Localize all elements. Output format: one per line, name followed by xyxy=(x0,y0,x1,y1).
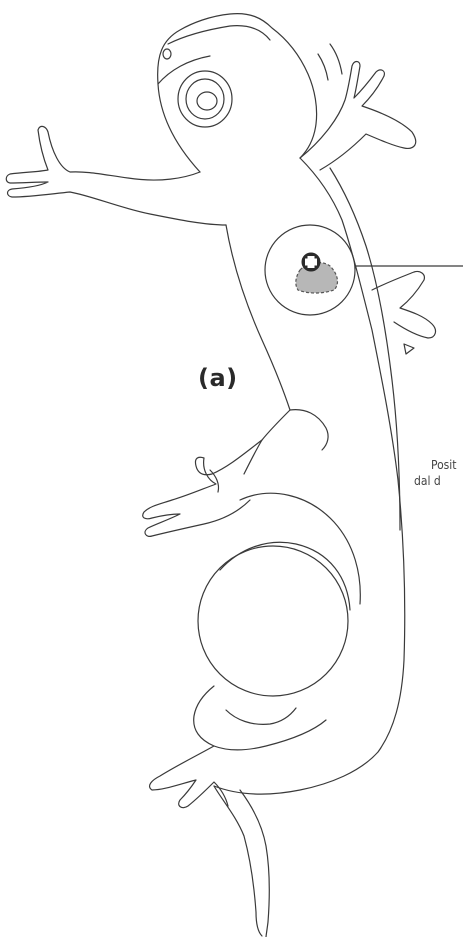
plus-marker-icon xyxy=(302,253,320,271)
right-hand-toes xyxy=(318,44,342,80)
small-triangle-mark xyxy=(404,344,414,354)
foot-pad xyxy=(226,708,296,724)
tail xyxy=(214,786,269,937)
tail-ball xyxy=(198,546,348,696)
eye-pupil xyxy=(197,92,217,110)
callout-text-line-2: dal d xyxy=(414,474,441,488)
body-stripe xyxy=(330,168,400,530)
front-left-limb xyxy=(6,126,226,225)
nostril xyxy=(163,49,171,59)
callout-text-line-1: Posit xyxy=(431,458,457,472)
body-belly xyxy=(226,225,290,474)
head-outline xyxy=(158,14,317,172)
hind-right-limb xyxy=(194,686,326,750)
shoulder-fold xyxy=(290,410,328,450)
panel-label: (a) xyxy=(198,364,238,392)
right-side-limb xyxy=(372,271,435,338)
hind-left-limb xyxy=(143,440,262,536)
hind-foot xyxy=(150,746,228,808)
front-right-limb xyxy=(300,62,416,171)
eye-ring xyxy=(186,79,224,119)
